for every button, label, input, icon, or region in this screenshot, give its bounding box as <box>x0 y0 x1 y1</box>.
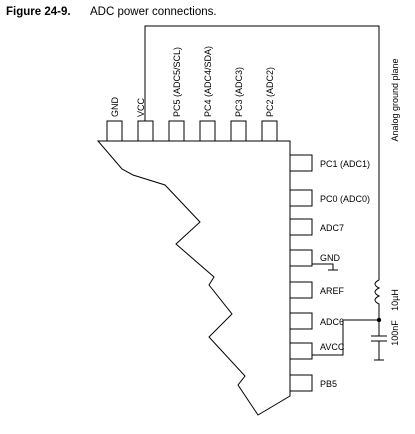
pin-box <box>289 281 313 299</box>
right-pin-aref: AREF <box>289 281 345 299</box>
pin-label: VCC <box>136 97 146 117</box>
pin-box <box>289 342 313 360</box>
capacitor-100nf: 100nF <box>371 320 400 361</box>
pin-label: AREF <box>320 286 345 296</box>
pin-box <box>289 154 313 172</box>
pin-box <box>289 249 313 267</box>
microcontroller-body <box>96 140 291 416</box>
figure-number: Figure 24-9. <box>6 6 71 18</box>
pin-label: AVCC <box>320 342 345 352</box>
analog-ground-plane-trace <box>144 25 380 280</box>
pin-label: ADC6 <box>320 317 344 327</box>
pin-box <box>199 120 216 142</box>
pin-label: GND <box>110 97 120 118</box>
top-pin-vcc: VCC <box>136 97 154 142</box>
pin-label: PC5 (ADC5/SCL) <box>172 47 182 117</box>
top-pin-pc5: PC5 (ADC5/SCL) <box>168 47 185 142</box>
pin-label: PC3 (ADC3) <box>234 67 244 117</box>
avcc-wire <box>312 319 379 356</box>
pin-box <box>289 189 313 207</box>
pin-label: PB5 <box>320 379 337 389</box>
pin-label: PC4 (ADC4/SDA) <box>203 46 213 117</box>
inductor-label: 10µH <box>390 289 400 311</box>
pin-box <box>137 120 154 142</box>
right-pin-pb5: PB5 <box>289 374 337 392</box>
right-pin-avcc: AVCC <box>289 342 345 360</box>
top-pin-pc4: PC4 (ADC4/SDA) <box>199 46 216 142</box>
pin-box <box>289 312 313 330</box>
pin-box <box>289 218 313 236</box>
pin-box <box>168 120 185 142</box>
figure-caption: ADC power connections. <box>90 6 217 18</box>
gnd-pin-ground-symbol <box>312 263 338 271</box>
right-pin-pc0: PC0 (ADC0) <box>289 189 370 207</box>
ground-wire <box>312 263 334 270</box>
right-pin-adc7: ADC7 <box>289 218 344 236</box>
pin-label: ADC7 <box>320 223 344 233</box>
pin-box <box>106 120 123 142</box>
pin-label: PC1 (ADC1) <box>320 159 370 169</box>
top-pin-pc3: PC3 (ADC3) <box>230 67 247 142</box>
inductor-10uh: 10µH <box>374 279 400 320</box>
pin-box <box>289 374 313 392</box>
pin-label: PC0 (ADC0) <box>320 194 370 204</box>
right-pin-pc1: PC1 (ADC1) <box>289 154 370 172</box>
top-pin-pc2: PC2 (ADC2) <box>261 67 278 142</box>
top-pin-gnd: GND <box>106 97 123 142</box>
pin-box <box>261 120 278 142</box>
capacitor-label: 100nF <box>390 320 400 346</box>
analog-ground-plane-label: Analog ground plane <box>390 58 400 141</box>
pin-box <box>230 120 247 142</box>
right-pin-adc6: ADC6 <box>289 312 344 330</box>
pin-label: GND <box>320 253 341 263</box>
pin-label: PC2 (ADC2) <box>265 67 275 117</box>
inductor-coil <box>374 279 381 320</box>
right-pin-gnd: GND <box>289 249 341 267</box>
